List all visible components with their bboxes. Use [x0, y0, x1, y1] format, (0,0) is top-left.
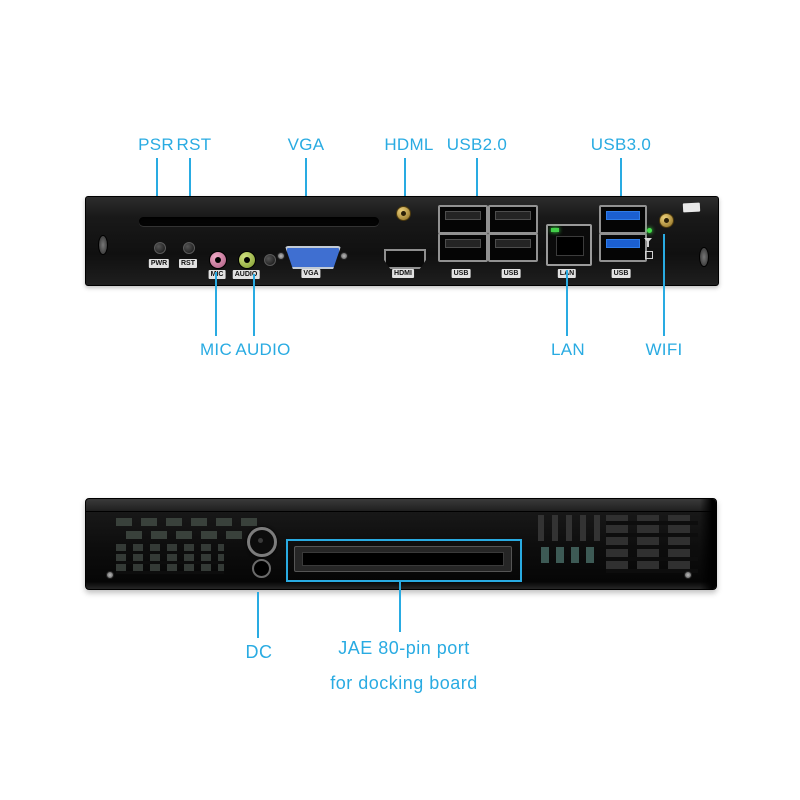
- dc-power-jack: [247, 527, 277, 557]
- docking-port-highlight: [286, 539, 522, 582]
- audio-port-label: AUDIO: [232, 270, 260, 279]
- callout-line-mic: [215, 272, 217, 336]
- callout-psr: PSR: [138, 135, 174, 154]
- usb3-port-label: USB: [611, 269, 631, 278]
- callout-line-usb2: [476, 158, 478, 202]
- mic-port-label: MIC: [208, 270, 226, 279]
- callout-line-wifi: [663, 234, 665, 336]
- power-button: [154, 242, 166, 254]
- vent-grid-left: [116, 544, 224, 574]
- reset-button: [183, 242, 195, 254]
- vga-port-label: VGA: [301, 269, 321, 278]
- callout-line-usb3: [620, 158, 622, 198]
- ir-receiver: [264, 254, 276, 266]
- hdd-indicator-icon: [645, 251, 653, 259]
- usb-port-label-b: USB: [501, 269, 521, 278]
- callout-wifi: WIFI: [645, 340, 683, 359]
- usb3-port-2: [599, 233, 647, 262]
- usb2-port-4: [488, 233, 538, 262]
- chassis-top-face: [86, 499, 716, 512]
- hdmi-port-label: HDMI: [392, 269, 414, 278]
- callout-dc: DC: [245, 642, 273, 662]
- callout-line-lan: [566, 270, 568, 336]
- chassis-side-shade: [700, 499, 716, 589]
- usb2-port-1: [438, 205, 488, 234]
- usb-port-label-a: USB: [451, 269, 471, 278]
- callout-line-audio: [253, 274, 255, 336]
- callout-rst: RST: [176, 135, 212, 154]
- mount-hole-left: [98, 235, 108, 255]
- lan-slot: [556, 236, 584, 256]
- callout-jae-line1: JAE 80-pin port: [338, 638, 470, 658]
- audio-jack: [238, 251, 256, 269]
- callout-vga: VGA: [287, 135, 325, 154]
- dc-secondary-jack: [252, 559, 271, 578]
- mic-jack: [209, 251, 227, 269]
- vent-long-right: [606, 515, 698, 573]
- vga-screw-left: [277, 252, 285, 260]
- vga-port: [285, 246, 341, 269]
- vent-vertical-right: [538, 515, 600, 541]
- vent-teal-right: [541, 547, 599, 563]
- callout-line-jae: [399, 582, 401, 632]
- label-sticker: [682, 202, 701, 213]
- ops-pc-bottom-view: [85, 498, 717, 590]
- usb2-port-2: [438, 233, 488, 262]
- usb2-port-3: [488, 205, 538, 234]
- pwr-port-label: PWR: [148, 259, 170, 268]
- callout-usb3: USB3.0: [590, 135, 652, 154]
- chassis-screw-right: [684, 571, 692, 579]
- callout-mic: MIC: [199, 340, 233, 359]
- chassis-screw-left: [106, 571, 114, 579]
- vga-screw-right: [340, 252, 348, 260]
- power-led: [647, 228, 652, 233]
- vent-slot: [139, 217, 379, 226]
- callout-usb2: USB2.0: [446, 135, 508, 154]
- wifi-indicator-icon: [644, 238, 652, 247]
- jae-80pin-docking-connector: [294, 546, 512, 572]
- vent-row-2: [126, 531, 271, 539]
- callout-hdmi: HDML: [384, 135, 434, 154]
- callout-line-hdmi: [404, 158, 406, 206]
- lan-port: [546, 224, 592, 266]
- callout-lan: LAN: [551, 340, 585, 359]
- callout-audio: AUDIO: [235, 340, 291, 359]
- antenna-connector-hdmi-side: [396, 206, 411, 221]
- lan-led: [551, 228, 559, 232]
- ops-pc-rear-panel: PWR RST MIC AUDIO VGA HDMI USB USB LAN U…: [85, 196, 719, 286]
- callout-line-dc: [257, 592, 259, 638]
- hdmi-port: [384, 249, 426, 269]
- mount-hole-right: [699, 247, 709, 267]
- wifi-antenna-connector: [659, 213, 674, 228]
- rst-port-label: RST: [179, 259, 197, 268]
- usb3-port-1: [599, 205, 647, 234]
- callout-jae-line2: for docking board: [330, 673, 478, 693]
- vent-row-1: [116, 518, 266, 526]
